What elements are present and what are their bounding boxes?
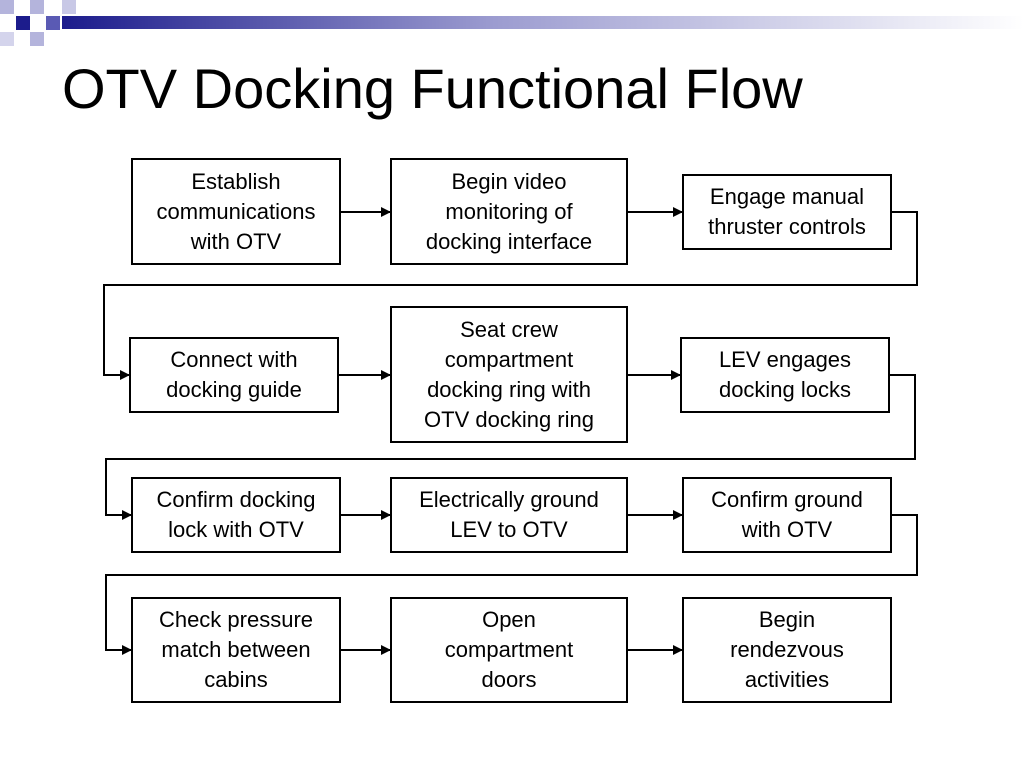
corner-square-light: [0, 0, 14, 14]
step-begin-video-monitoring: Begin video monitoring of docking interf…: [390, 158, 628, 265]
step-label: Establish communications with OTV: [156, 168, 316, 254]
slide-decoration: [0, 0, 1024, 46]
step-open-compartment-doors: Open compartment doors: [390, 597, 628, 703]
slide-title: OTV Docking Functional Flow: [62, 57, 803, 120]
corner-square-mid: [46, 16, 60, 30]
corner-square-light: [30, 32, 44, 46]
step-label: LEV engages docking locks: [718, 347, 852, 402]
arrow-s6-s7: [105, 374, 916, 520]
step-label: Begin rendezvous activities: [730, 607, 844, 692]
step-seat-crew-compartment: Seat crew compartment docking ring with …: [390, 306, 628, 443]
step-label: Electrically ground LEV to OTV: [419, 487, 599, 542]
step-check-pressure: Check pressure match between cabins: [131, 597, 341, 703]
corner-square-dark: [16, 16, 30, 30]
step-lev-engages-locks: LEV engages docking locks: [680, 337, 890, 413]
corner-square-light: [30, 0, 44, 14]
step-label: Confirm ground with OTV: [711, 487, 863, 542]
title-rule: [62, 16, 1024, 29]
step-label: Begin video monitoring of docking interf…: [425, 168, 593, 254]
arrow-s9-s10: [105, 514, 918, 655]
step-label: Open compartment doors: [444, 607, 574, 692]
step-label: Confirm docking lock with OTV: [156, 487, 316, 542]
step-confirm-docking-lock: Confirm docking lock with OTV: [131, 477, 341, 553]
step-establish-communications: Establish communications with OTV: [131, 158, 341, 265]
arrow-s3-s4: [103, 211, 918, 380]
corner-square-light: [0, 32, 14, 46]
step-confirm-ground: Confirm ground with OTV: [682, 477, 892, 553]
step-connect-docking-guide: Connect with docking guide: [129, 337, 339, 413]
step-label: Seat crew compartment docking ring with …: [424, 316, 594, 432]
step-electrically-ground: Electrically ground LEV to OTV: [390, 477, 628, 553]
step-label: Engage manual thruster controls: [708, 184, 866, 239]
step-label: Connect with docking guide: [166, 347, 302, 402]
step-begin-rendezvous: Begin rendezvous activities: [682, 597, 892, 703]
corner-square-mid: [62, 0, 76, 14]
step-engage-manual-thrusters: Engage manual thruster controls: [682, 174, 892, 250]
step-label: Check pressure match between cabins: [158, 607, 314, 692]
